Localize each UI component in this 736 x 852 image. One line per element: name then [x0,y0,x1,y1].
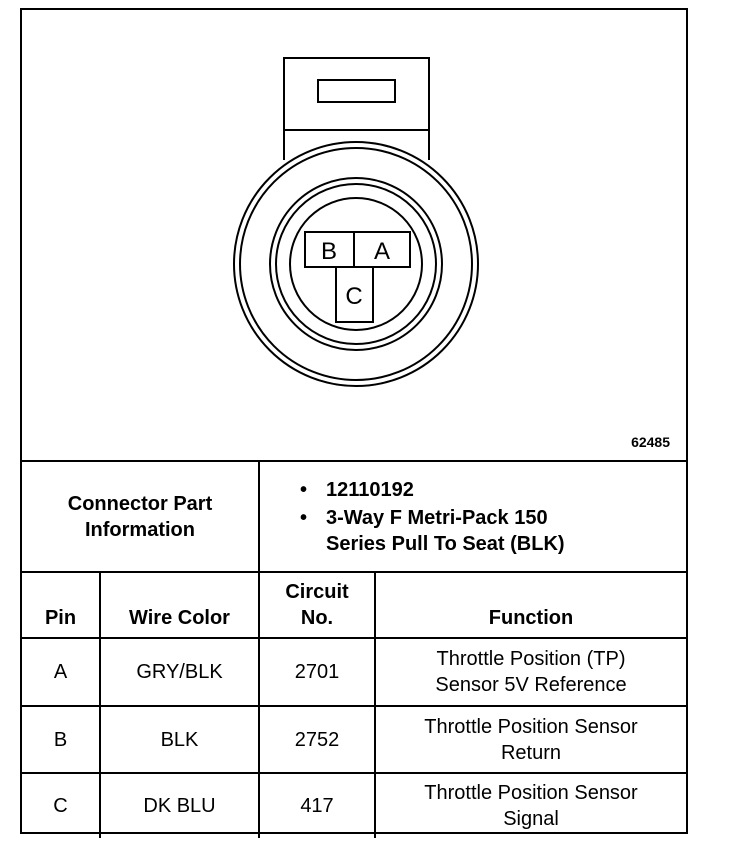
cavity-b-label: B [321,238,337,265]
function-line2: Return [500,741,562,764]
circuit-cell: 417 [258,772,376,838]
function-line1: Throttle Position (TP) [436,648,626,670]
table-row: B BLK 2752 Throttle Position Sensor Retu… [22,705,687,774]
function-cell: Throttle Position Sensor Signal [373,772,687,838]
header-circuit-line1: Circuit [285,581,349,603]
wire-color-cell: GRY/BLK [99,637,260,707]
connector-part-row: Connector Part Information 12110192 3-Wa… [22,462,687,573]
connector-table: Connector Part Information 12110192 3-Wa… [22,462,687,838]
figure-number: 62485 [631,434,670,450]
pin-cell: A [22,637,101,707]
wire-color-cell: BLK [99,705,260,774]
connector-type-line2: Series Pull To Seat (BLK) [326,532,565,555]
connector-diagram: B A C 62485 [22,10,686,462]
pin-cell: B [22,705,101,774]
connector-face-drawing: B A C [233,57,479,387]
table-row: A GRY/BLK 2701 Throttle Position (TP) Se… [22,637,687,707]
connector-part-label: Connector Part Information [22,462,260,573]
table-row: C DK BLU 417 Throttle Position Sensor Si… [22,772,687,838]
header-function: Function [373,571,687,639]
pin-cell: C [22,772,101,838]
circuit-cell: 2701 [258,637,376,707]
function-line1: Throttle Position Sensor [424,715,638,738]
connector-mid-ring-inner [275,183,437,345]
cavity-c [335,266,374,323]
function-line2: Signal [503,808,559,830]
function-line1: Throttle Position Sensor [424,782,638,804]
function-cell: Throttle Position (TP) Sensor 5V Referen… [373,637,687,707]
cavity-c-label: C [345,283,362,310]
connector-latch-housing [283,57,430,160]
connector-part-details: 12110192 3-Way F Metri-Pack 150 Series P… [257,462,687,573]
header-pin: Pin [22,571,101,639]
connector-type-line1: 3-Way F Metri-Pack 150 [326,506,548,529]
connector-part-label-line1: Connector Part [67,492,213,515]
connector-outer-ring-inner [239,147,473,381]
function-line2: Sensor 5V Reference [435,674,627,696]
header-wire-color: Wire Color [99,571,260,639]
connector-mid-ring [269,177,443,351]
connector-latch-slot [317,79,396,103]
connector-part-label-line2: Information [85,518,195,541]
cavity-a [353,231,411,268]
header-circuit-line2: No. [300,607,334,629]
circuit-cell: 2752 [258,705,376,774]
cavity-a-label: A [374,238,390,265]
table-header-row: Pin Wire Color Circuit No. Function [22,571,687,639]
header-circuit: Circuit No. [258,571,376,639]
connector-document: B A C 62485 Connector Part Information 1… [20,8,688,838]
wire-color-cell: DK BLU [99,772,260,838]
connector-inner-ring [289,197,423,331]
part-number-bullet: 12110192 [300,477,686,503]
connector-type-bullet: 3-Way F Metri-Pack 150 Series Pull To Se… [300,505,686,557]
function-cell: Throttle Position Sensor Return [373,705,687,774]
